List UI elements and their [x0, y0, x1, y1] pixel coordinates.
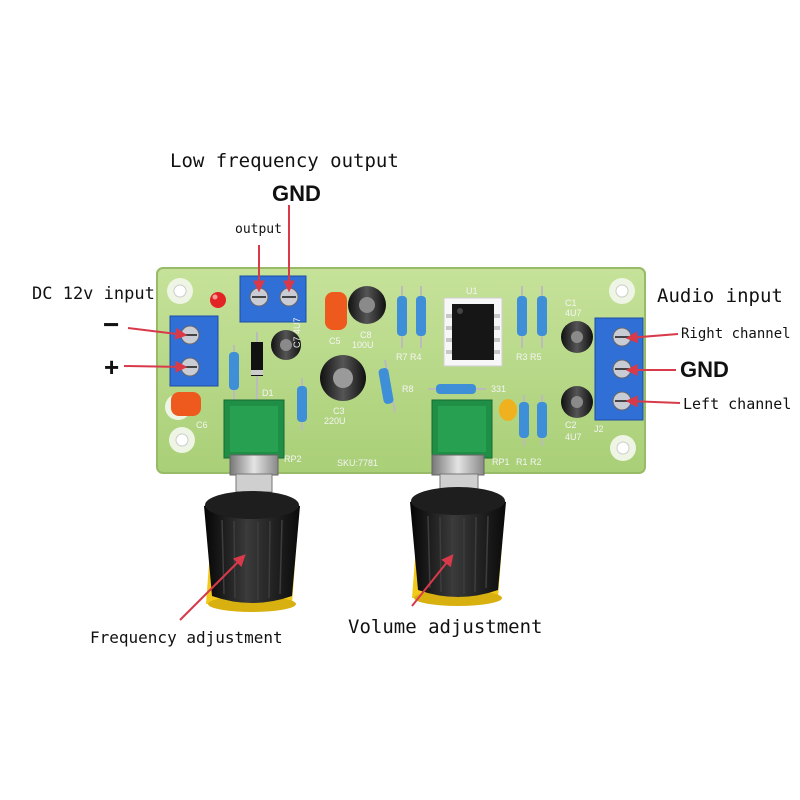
- silk-c2: C2: [565, 420, 577, 430]
- silk-c2-val: 4U7: [565, 432, 582, 442]
- silk-r7r4: R7 R4: [396, 352, 422, 362]
- silk-rp2: RP2: [284, 454, 302, 464]
- volume-potentiometer: [431, 399, 493, 493]
- resistor: [537, 286, 547, 348]
- frequency-adjustment-label: Frequency adjustment: [90, 628, 283, 647]
- silk-u1: U1: [466, 286, 478, 296]
- ic-chip: [443, 297, 503, 367]
- silk-c6: C6: [196, 420, 208, 430]
- silk-d1: D1: [262, 388, 274, 398]
- dc-input-terminal: [169, 315, 219, 387]
- arrow-volume: [411, 554, 454, 607]
- output-label: output: [235, 222, 282, 237]
- resistor: [517, 286, 527, 348]
- silk-c7: C7 4U7: [292, 317, 302, 348]
- silk-r1r2: R1 R2: [516, 457, 542, 467]
- capacitor-c7: [271, 330, 301, 360]
- capacitor-c8: [348, 286, 386, 324]
- resistor: [229, 345, 239, 400]
- led-indicator: [210, 292, 226, 308]
- gnd-right-label: GND: [680, 357, 729, 382]
- mounting-hole: [169, 427, 195, 453]
- diode-d1: [251, 332, 263, 400]
- silk-c5: C5: [329, 336, 341, 346]
- silk-r8: R8: [402, 384, 414, 394]
- arrow-frequency: [179, 554, 246, 621]
- arrow-dc-minus: [127, 327, 188, 340]
- silk-c3: C3: [333, 406, 345, 416]
- silk-c1-val: 4U7: [565, 308, 582, 318]
- silk-sku: SKU:7781: [337, 458, 378, 468]
- plus-label: +: [104, 352, 120, 382]
- silk-c8-val: 100U: [352, 340, 374, 350]
- frequency-potentiometer: [223, 399, 285, 493]
- resistor: [378, 359, 396, 413]
- mounting-hole: [167, 278, 193, 304]
- minus-label: −: [103, 309, 120, 340]
- silk-r3r5: R3 R5: [516, 352, 542, 362]
- resistor: [519, 395, 529, 446]
- arrow-left-channel: [625, 395, 681, 408]
- mounting-hole: [610, 435, 636, 461]
- capacitor-c6: [171, 392, 201, 416]
- capacitor-c2: [561, 386, 593, 418]
- capacitor-yellow: [499, 399, 517, 421]
- silk-j2: J2: [594, 424, 604, 434]
- silkscreen-labels: C5 C7 4U7 C8 100U C3 220U C1 4U7 C2 4U7 …: [196, 286, 604, 468]
- volume-knob: [410, 487, 506, 606]
- arrow-dc-plus: [123, 360, 188, 373]
- resistor-r8: [428, 384, 486, 394]
- silk-rp1: RP1: [492, 457, 510, 467]
- capacitor-c1: [561, 321, 593, 353]
- resistor: [416, 286, 426, 348]
- volume-adjustment-label: Volume adjustment: [348, 616, 543, 638]
- capacitor-c5: [325, 292, 347, 330]
- resistor: [537, 395, 547, 446]
- resistor: [297, 378, 307, 430]
- silk-c1: C1: [565, 298, 577, 308]
- low-frequency-output-label: Low frequency output: [170, 150, 399, 172]
- capacitor-c3: [320, 355, 366, 401]
- resistor: [397, 286, 407, 348]
- silk-331: 331: [491, 384, 506, 394]
- audio-input-label: Audio input: [657, 285, 783, 307]
- gnd-top-label: GND: [272, 181, 321, 206]
- mounting-hole: [609, 278, 635, 304]
- silk-c8: C8: [360, 330, 372, 340]
- frequency-knob: [204, 491, 300, 612]
- arrow-right-channel: [625, 331, 679, 344]
- dc-12v-input-label: DC 12v input: [32, 284, 155, 304]
- left-channel-label: Left channel: [683, 395, 792, 413]
- right-channel-label: Right channel: [681, 326, 791, 342]
- callout-arrows: [123, 205, 681, 621]
- output-terminal: [239, 275, 307, 323]
- silk-c3-val: 220U: [324, 416, 346, 426]
